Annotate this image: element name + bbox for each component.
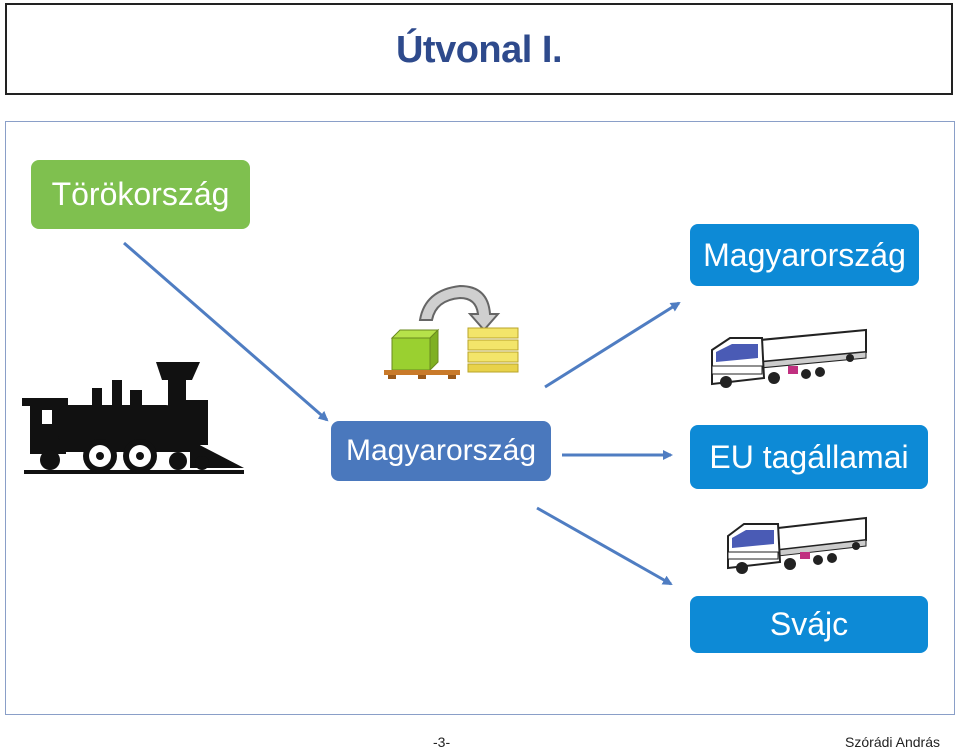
slide-title: Útvonal I. [395,29,563,71]
pallet-reload-icon [384,284,519,379]
node-hungary-mid: Magyarország [331,421,551,481]
node-switzerland: Svájc [690,596,928,653]
node-hungary-top: Magyarország [690,224,919,286]
node-eu-member-states: EU tagállamai [690,425,928,489]
arrow-hungary-to-switzerland [536,506,673,586]
semi-truck-icon [711,328,867,388]
node-turkey: Törökország [31,160,250,229]
author-name: Szórádi András [845,734,940,750]
arrow-hungary-to-hungary-top [544,301,681,389]
semi-truck-icon [727,516,867,574]
steam-locomotive-icon [22,362,244,474]
arrow-turkey-to-hungary [123,241,329,422]
page-number: -3- [433,734,451,750]
title-box: Útvonal I. [5,3,953,95]
